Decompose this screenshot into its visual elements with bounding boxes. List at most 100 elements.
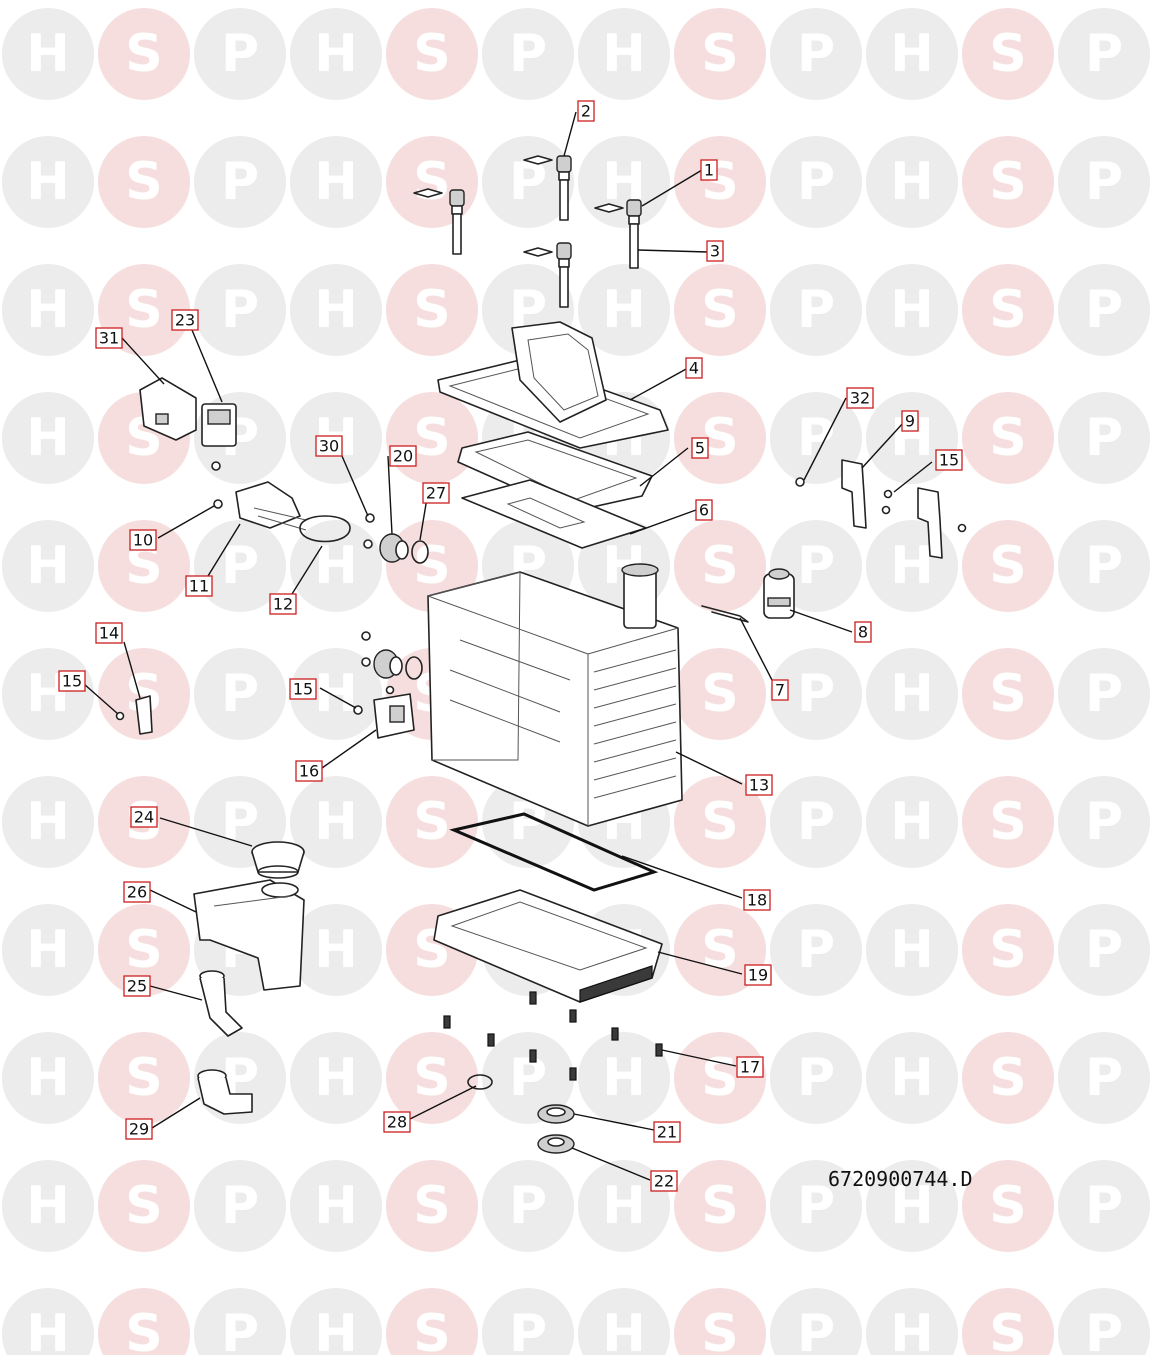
watermark-circle (194, 520, 286, 612)
callout-15-middle: 15 (289, 678, 317, 700)
watermark-circle (866, 136, 958, 228)
watermark-circle (2, 1288, 94, 1355)
watermark-letter: H (890, 920, 934, 980)
watermark-letter: P (797, 664, 835, 724)
svg-text:9: 9 (905, 412, 915, 431)
cap-22 (537, 1134, 575, 1154)
watermark-circle (866, 8, 958, 100)
electrode-11 (235, 481, 307, 531)
sensor-assembly-right (594, 199, 642, 269)
watermark-letter: S (701, 920, 738, 980)
watermark-letter: S (413, 536, 450, 596)
svg-text:19: 19 (748, 966, 768, 985)
watermark-letter: H (26, 792, 70, 852)
watermark-letter: S (125, 24, 162, 84)
watermark-letter: S (989, 24, 1026, 84)
ignition-unit-23 (201, 403, 237, 471)
drawing-reference-number: 6720900744.D (828, 1167, 973, 1191)
bracket-14 (115, 695, 153, 735)
svg-text:10: 10 (133, 531, 153, 550)
watermark-circle (194, 8, 286, 100)
watermark-letter: H (314, 664, 358, 724)
watermark-letter: S (413, 1048, 450, 1108)
watermark-circle (962, 8, 1054, 100)
watermark-letter: S (125, 1048, 162, 1108)
watermark-letter: S (701, 664, 738, 724)
watermark-circle (290, 264, 382, 356)
watermark-letter: P (221, 664, 259, 724)
heat-exchanger (427, 563, 683, 827)
watermark-letter: H (314, 1304, 358, 1355)
watermark-letter: S (413, 280, 450, 340)
watermark-letter: P (221, 1304, 259, 1355)
watermark-circle (2, 264, 94, 356)
watermark-circle (194, 1160, 286, 1252)
water-connector-lower (361, 631, 423, 680)
watermark-letter: S (125, 1304, 162, 1355)
watermark-letter: S (989, 664, 1026, 724)
watermark-letter: H (314, 792, 358, 852)
bracket-9 (795, 459, 867, 529)
watermark-circle (290, 136, 382, 228)
watermark-circle (290, 520, 382, 612)
callout-25: 25 (123, 975, 151, 997)
svg-text:23: 23 (175, 311, 195, 330)
callout-15-left: 15 (58, 670, 86, 692)
svg-text:24: 24 (134, 808, 154, 827)
svg-text:15: 15 (939, 451, 959, 470)
watermark-letter: S (701, 1176, 738, 1236)
watermark-circle (386, 776, 478, 868)
watermark-letter: H (890, 24, 934, 84)
svg-text:8: 8 (858, 623, 868, 642)
watermark-circle (98, 904, 190, 996)
watermark-circle (98, 136, 190, 228)
watermark-circle (98, 8, 190, 100)
watermark-circle (194, 1288, 286, 1355)
callout-19: 19 (744, 964, 772, 986)
watermark-circle (674, 648, 766, 740)
watermark-circle (290, 1288, 382, 1355)
watermark-letter: P (1085, 408, 1123, 468)
watermark-circle (290, 904, 382, 996)
watermark-letter: H (26, 280, 70, 340)
o-ring-upper (411, 540, 429, 564)
washer-28 (467, 1074, 493, 1090)
watermark-letter: H (890, 1304, 934, 1355)
callout-27: 27 (422, 482, 450, 504)
callout-7: 7 (771, 679, 789, 701)
watermark-letter: H (890, 280, 934, 340)
svg-text:26: 26 (127, 883, 147, 902)
watermark-circle (578, 8, 670, 100)
watermark-circle (2, 392, 94, 484)
watermark-circle (674, 776, 766, 868)
watermark-letter: P (797, 1304, 835, 1355)
watermark-letter: H (890, 1176, 934, 1236)
callout-2: 2 (577, 100, 595, 122)
watermark-circle (1058, 648, 1150, 740)
watermark-letter: H (890, 664, 934, 724)
svg-text:12: 12 (273, 595, 293, 614)
watermark-circle (866, 1032, 958, 1124)
watermark-letter: S (125, 280, 162, 340)
watermark-letter: H (26, 24, 70, 84)
watermark-letter: H (890, 536, 934, 596)
watermark-circle (386, 8, 478, 100)
leader-lines (83, 111, 933, 1181)
watermark-letter: H (602, 1304, 646, 1355)
watermark-letter: S (125, 920, 162, 980)
callout-3: 3 (706, 240, 724, 262)
svg-text:2: 2 (581, 102, 591, 121)
svg-text:7: 7 (775, 681, 785, 700)
svg-text:1: 1 (704, 161, 714, 180)
watermark-circle (770, 264, 862, 356)
watermark-letter: H (602, 24, 646, 84)
watermark-circle (866, 776, 958, 868)
watermark-letter: H (26, 920, 70, 980)
svg-text:17: 17 (740, 1058, 760, 1077)
callout-23: 23 (171, 309, 199, 331)
svg-text:16: 16 (299, 762, 319, 781)
watermark-circle (770, 136, 862, 228)
watermark-letter: P (509, 1304, 547, 1355)
watermark-letter: S (701, 1304, 738, 1355)
watermark-circle (770, 648, 862, 740)
